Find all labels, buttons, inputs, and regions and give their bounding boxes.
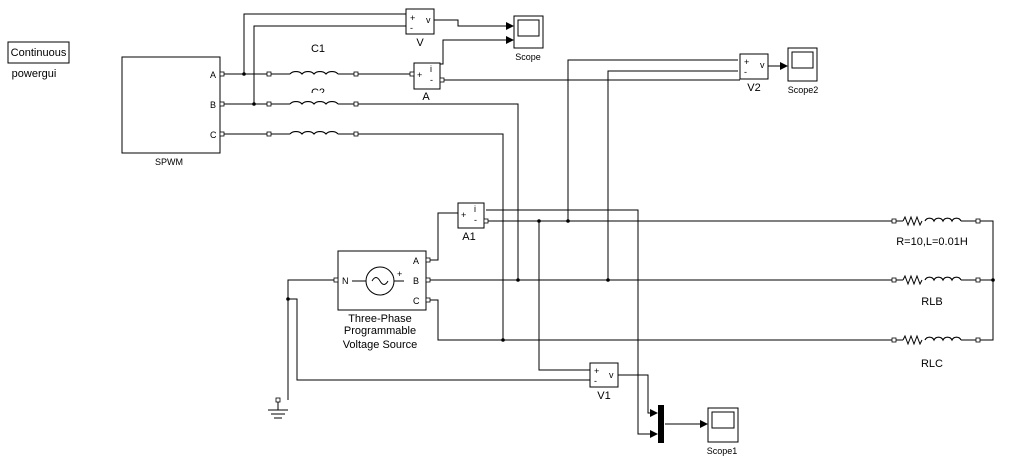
junctions <box>242 72 995 342</box>
load-rlb-label: RLB <box>921 296 942 308</box>
ammeter-a-label: A <box>422 91 430 103</box>
voltmeter-v1[interactable]: + - v V1 <box>589 362 619 402</box>
arrow-head <box>650 430 658 438</box>
inductor-c3[interactable] <box>266 131 359 137</box>
scope2-block[interactable]: Scope2 <box>787 47 819 95</box>
spwm-port-b: B <box>210 100 216 110</box>
inductor-c1[interactable]: C1 <box>266 43 359 77</box>
svg-text:+: + <box>461 210 466 220</box>
inductor-c1-label: C1 <box>311 43 325 55</box>
svg-text:+: + <box>594 366 599 376</box>
source-port-n: N <box>342 276 349 286</box>
load-rlb[interactable]: RLB <box>891 274 981 308</box>
svg-text:+: + <box>744 57 749 67</box>
wire-v2-plus[interactable] <box>567 59 738 221</box>
scope-block[interactable]: Scope <box>513 15 544 62</box>
wire-b-to-v-minus[interactable] <box>253 25 406 104</box>
svg-text:-: - <box>410 23 413 33</box>
svg-text:i: i <box>474 204 476 214</box>
scope2-label: Scope2 <box>788 85 819 95</box>
voltmeter-v[interactable]: + - v V <box>405 8 435 49</box>
svg-text:v: v <box>760 60 765 70</box>
ammeter-a1-label: A1 <box>462 231 475 243</box>
arrow-head <box>700 420 708 428</box>
wire-v2-minus[interactable] <box>607 70 738 280</box>
spwm-block[interactable]: A B C SPWM <box>121 56 225 167</box>
scope-label: Scope <box>515 52 541 62</box>
wire-source-a-to-a1[interactable] <box>426 212 458 261</box>
svg-text:+: + <box>410 13 415 23</box>
voltmeter-v2-label: V2 <box>747 82 760 94</box>
source-port-b: B <box>413 276 419 286</box>
source-label-3: Voltage Source <box>343 339 418 351</box>
wires <box>224 13 994 438</box>
load-rlc[interactable]: RLC <box>891 334 981 370</box>
ground-icon <box>268 397 288 419</box>
source-label-2: Programmable <box>344 325 416 337</box>
powergui-label: powergui <box>12 68 57 80</box>
mux-block[interactable] <box>658 405 664 443</box>
svg-text:v: v <box>426 15 431 25</box>
source-port-a: A <box>413 256 419 266</box>
powergui-block[interactable]: Continuous powergui <box>7 41 70 80</box>
arrow-head <box>780 62 788 70</box>
source-label-1: Three-Phase <box>348 313 412 325</box>
voltmeter-v-label: V <box>416 37 424 49</box>
arrow-head <box>650 409 658 417</box>
wire-v1-plus[interactable] <box>538 221 590 371</box>
scope1-label: Scope1 <box>707 446 738 456</box>
inductor-c2[interactable]: C2 <box>266 87 359 107</box>
wire-source-c-to-rlc[interactable] <box>426 299 892 341</box>
wire-v1-to-mux[interactable] <box>618 374 650 414</box>
wire-a-to-v-plus[interactable] <box>243 13 406 74</box>
scope1-block[interactable]: Scope1 <box>707 407 739 456</box>
spwm-label: SPWM <box>155 157 183 167</box>
svg-text:i: i <box>430 64 432 74</box>
spwm-port-a: A <box>210 70 216 80</box>
ammeter-a[interactable]: + i - A <box>409 62 445 103</box>
wire-n-to-ground[interactable] <box>287 279 334 400</box>
wire-v1-minus[interactable] <box>288 298 590 381</box>
voltmeter-v2[interactable]: + - v V2 <box>739 53 769 94</box>
svg-text:+: + <box>397 269 402 279</box>
svg-text:v: v <box>609 370 614 380</box>
wire-c-to-load[interactable] <box>358 133 504 340</box>
wire-a1-to-mux[interactable] <box>486 209 650 435</box>
svg-text:-: - <box>474 215 477 225</box>
load-rlc-label: RLC <box>921 358 943 370</box>
three-phase-source[interactable]: N A B C + Three-Phase Programmable Volta… <box>333 250 431 351</box>
load-rla[interactable]: R=10,L=0.01H <box>891 215 981 248</box>
ammeter-a1[interactable]: + i - A1 <box>457 202 489 243</box>
load-rla-label: R=10,L=0.01H <box>896 236 968 248</box>
source-port-c: C <box>413 296 420 306</box>
svg-text:+: + <box>417 70 422 80</box>
arrow-head <box>506 36 514 44</box>
voltmeter-v1-label: V1 <box>597 390 610 402</box>
svg-text:-: - <box>744 67 747 77</box>
svg-text:-: - <box>594 376 597 386</box>
arrow-head <box>506 22 514 30</box>
wire-v-to-scope[interactable] <box>434 19 506 27</box>
powergui-box-text: Continuous <box>11 47 67 59</box>
svg-text:-: - <box>430 75 433 85</box>
wire-ammeter-to-scope[interactable] <box>433 39 506 65</box>
spwm-port-c: C <box>210 130 217 140</box>
